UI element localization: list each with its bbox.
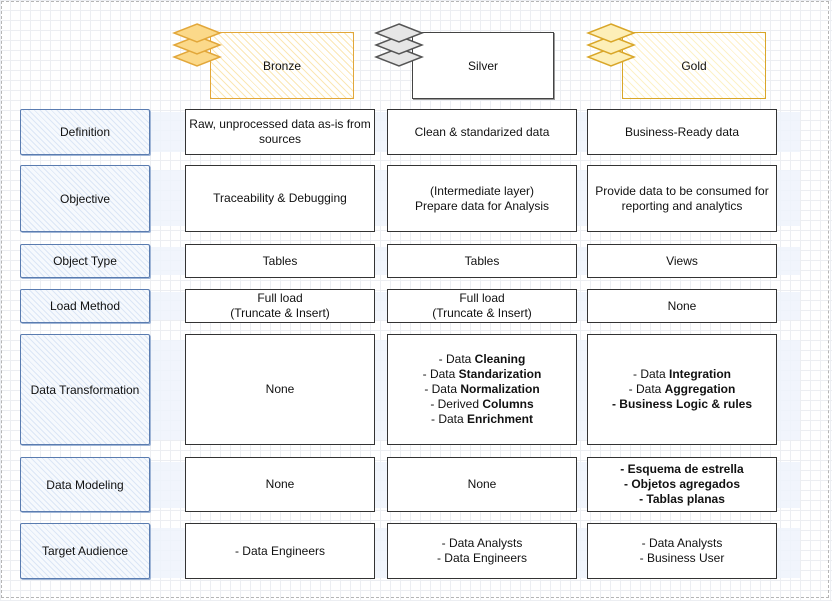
silver-objective-cell: (Intermediate layer) Prepare data for An… bbox=[387, 165, 577, 232]
cell-text: - Data Enrichment bbox=[431, 412, 533, 427]
silver-header-label: Silver bbox=[467, 58, 498, 73]
cell-text-bold: Columns bbox=[482, 397, 534, 411]
cell-text: Provide data to be consumed for bbox=[595, 183, 769, 198]
cell-text: - Data Standarization bbox=[423, 367, 542, 382]
bronze-definition-cell: Raw, unprocessed data as-is from sources bbox=[185, 109, 375, 155]
cell-text-bold: Aggregation bbox=[664, 382, 736, 396]
silver-layers-icon bbox=[374, 23, 424, 67]
bronze-header: Bronze bbox=[210, 32, 354, 99]
bronze-object-type-cell: Tables bbox=[185, 244, 375, 278]
gold-layers-icon bbox=[586, 23, 636, 67]
cell-text: - Data Integration bbox=[633, 367, 731, 382]
bronze-target-audience-cell: - Data Engineers bbox=[185, 523, 375, 579]
cell-text-prefix: - Data bbox=[430, 412, 467, 426]
cell-text: Raw, unprocessed data as-is from bbox=[189, 117, 371, 131]
row-label-data-modeling: Data Modeling bbox=[20, 457, 150, 512]
row-label-load-method: Load Method bbox=[20, 289, 150, 323]
cell-text-prefix: - Data bbox=[628, 382, 665, 396]
cell-text: (Truncate & Insert) bbox=[230, 306, 330, 320]
cell-text: - Data Cleaning bbox=[439, 352, 526, 367]
bronze-data-transformation-cell: None bbox=[185, 334, 375, 445]
row-label-text: Load Method bbox=[49, 299, 121, 313]
gold-load-method-cell: None bbox=[587, 289, 777, 323]
cell-text-bold: Standarization bbox=[458, 367, 542, 381]
cell-text-bold: Enrichment bbox=[467, 412, 534, 426]
cell-text: Traceability & Debugging bbox=[213, 191, 347, 205]
row-label-text: Definition bbox=[59, 125, 111, 139]
cell-text: - Esquema de estrella bbox=[620, 462, 744, 476]
bronze-data-modeling-cell: None bbox=[185, 457, 375, 512]
gold-header: Gold bbox=[622, 32, 766, 99]
row-label-definition: Definition bbox=[20, 109, 150, 155]
cell-text: - Data Engineers bbox=[436, 551, 528, 565]
cell-text-prefix: - Data bbox=[422, 367, 459, 381]
cell-text: - Business User bbox=[639, 551, 725, 565]
gold-object-type-cell: Views bbox=[587, 244, 777, 278]
gold-target-audience-cell: - Data Analysts - Business User bbox=[587, 523, 777, 579]
cell-text-prefix: - Data bbox=[424, 382, 461, 396]
cell-text: - Data Analysts bbox=[641, 536, 723, 550]
cell-text: None bbox=[265, 477, 295, 491]
bronze-load-method-cell: Full load (Truncate & Insert) bbox=[185, 289, 375, 323]
cell-text: - Data Normalization bbox=[424, 382, 539, 397]
cell-text: Business-Ready data bbox=[624, 124, 740, 139]
cell-text: Full load bbox=[459, 291, 505, 305]
cell-text: Tables bbox=[464, 253, 500, 268]
cell-text-prefix: - Data bbox=[438, 352, 475, 366]
row-label-target-audience: Target Audience bbox=[20, 523, 150, 579]
bronze-layers-icon bbox=[172, 23, 222, 67]
cell-text-prefix: - Data bbox=[632, 367, 669, 381]
cell-text: sources bbox=[258, 132, 302, 146]
silver-data-transformation-cell: - Data Cleaning - Data Standarization - … bbox=[387, 334, 577, 445]
row-label-text: Data Modeling bbox=[46, 477, 124, 492]
row-label-text: Object Type bbox=[53, 254, 117, 268]
row-label-data-transformation: Data Transformation bbox=[20, 334, 150, 445]
cell-text: Clean & standarized data bbox=[414, 124, 550, 139]
cell-text-prefix: - Derived bbox=[430, 397, 483, 411]
row-label-text: Data Transformation bbox=[30, 382, 140, 397]
cell-text: - Data Analysts bbox=[441, 536, 523, 550]
cell-text: (Intermediate layer) bbox=[429, 183, 535, 198]
cell-text-bold: Normalization bbox=[460, 382, 540, 396]
gold-data-modeling-cell: - Esquema de estrella - Objetos agregado… bbox=[587, 457, 777, 512]
cell-text-bold: Integration bbox=[669, 367, 731, 381]
cell-text: reporting and analytics bbox=[621, 198, 743, 213]
bronze-objective-cell: Traceability & Debugging bbox=[185, 165, 375, 232]
silver-load-method-cell: Full load (Truncate & Insert) bbox=[387, 289, 577, 323]
cell-text: - Derived Columns bbox=[430, 397, 533, 412]
gold-objective-cell: Provide data to be consumed for reportin… bbox=[587, 165, 777, 232]
cell-text: - Data Aggregation bbox=[629, 382, 736, 397]
gold-definition-cell: Business-Ready data bbox=[587, 109, 777, 155]
row-label-text: Target Audience bbox=[41, 544, 129, 558]
row-label-objective: Objective bbox=[20, 165, 150, 232]
cell-text: Prepare data for Analysis bbox=[414, 198, 550, 213]
silver-data-modeling-cell: None bbox=[387, 457, 577, 512]
row-label-object-type: Object Type bbox=[20, 244, 150, 278]
cell-text: Full load bbox=[257, 291, 303, 305]
gold-header-label: Gold bbox=[681, 58, 707, 73]
cell-text-bold: - Business Logic & rules bbox=[611, 397, 753, 411]
silver-header: Silver bbox=[412, 32, 554, 99]
bronze-header-label: Bronze bbox=[262, 58, 302, 73]
silver-definition-cell: Clean & standarized data bbox=[387, 109, 577, 155]
gold-data-transformation-cell: - Data Integration - Data Aggregation - … bbox=[587, 334, 777, 445]
cell-text: None bbox=[265, 382, 295, 396]
cell-text: (Truncate & Insert) bbox=[432, 306, 532, 320]
cell-text: Views bbox=[666, 253, 698, 268]
cell-text-bold: Cleaning bbox=[474, 352, 526, 366]
row-label-text: Objective bbox=[59, 191, 111, 206]
cell-text: - Tablas planas bbox=[639, 492, 725, 506]
cell-text: - Objetos agregados bbox=[623, 477, 741, 491]
cell-text: None bbox=[667, 298, 697, 313]
silver-target-audience-cell: - Data Analysts - Data Engineers bbox=[387, 523, 577, 579]
cell-text: None bbox=[467, 477, 497, 491]
cell-text: Tables bbox=[262, 253, 298, 268]
silver-object-type-cell: Tables bbox=[387, 244, 577, 278]
cell-text: - Data Engineers bbox=[234, 543, 326, 558]
